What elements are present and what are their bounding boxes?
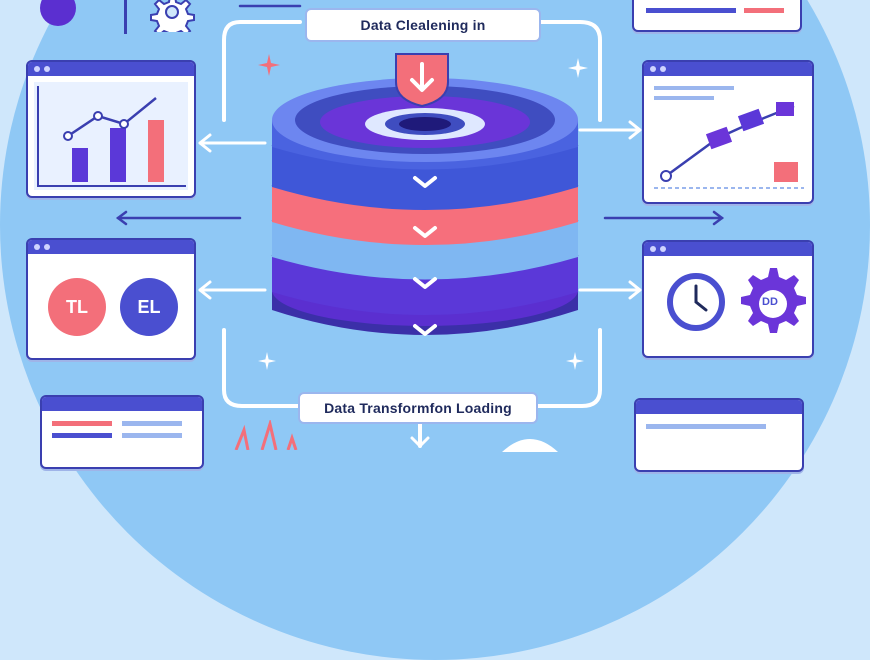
window-top-right bbox=[632, 0, 802, 32]
database-stack-icon bbox=[271, 78, 579, 336]
download-arrow-icon bbox=[395, 53, 449, 108]
sparkle-icon bbox=[566, 352, 584, 370]
sparkle-icon bbox=[258, 352, 276, 370]
window-bottom-right bbox=[634, 398, 804, 472]
window-titlebar bbox=[644, 62, 812, 76]
window-gears-clock: DD bbox=[642, 240, 814, 358]
list-illustration bbox=[52, 421, 182, 438]
sparkle-icon bbox=[568, 58, 588, 78]
line-chart-illustration bbox=[654, 86, 804, 189]
semi-circle-decoration bbox=[502, 439, 558, 452]
window-bar-chart bbox=[26, 60, 196, 198]
window-titlebar bbox=[28, 240, 194, 254]
bar-chart-illustration bbox=[34, 82, 188, 190]
window-titlebar bbox=[42, 397, 202, 411]
badge-el: EL bbox=[120, 278, 178, 336]
label-data-transformation-text: Data Transformfon Loading bbox=[324, 400, 512, 416]
list-illustration bbox=[646, 424, 766, 429]
flow-connectors bbox=[115, 4, 725, 448]
window-titlebar bbox=[636, 400, 802, 414]
badge-tl: TL bbox=[48, 278, 106, 336]
gear-icon bbox=[150, 0, 195, 32]
window-line-chart bbox=[642, 60, 814, 204]
window-titlebar bbox=[644, 242, 812, 256]
window-titlebar bbox=[28, 62, 194, 76]
gear-icon bbox=[741, 268, 806, 333]
spike-chart-decoration bbox=[234, 420, 298, 450]
window-tl-el: TL EL bbox=[26, 238, 196, 360]
label-data-cleaning-text: Data Clealening in bbox=[360, 17, 486, 33]
badge-el-text: EL bbox=[137, 296, 161, 317]
sparkle-icon bbox=[258, 54, 280, 76]
progress-illustration bbox=[646, 8, 784, 13]
clock-icon bbox=[667, 273, 725, 331]
window-list bbox=[40, 395, 204, 469]
label-data-transformation: Data Transformfon Loading bbox=[298, 392, 538, 424]
gear-label: DD bbox=[762, 296, 778, 308]
badge-tl-text: TL bbox=[66, 296, 88, 317]
label-data-cleaning: Data Clealening in bbox=[305, 8, 541, 42]
vertical-rod bbox=[124, 0, 127, 34]
